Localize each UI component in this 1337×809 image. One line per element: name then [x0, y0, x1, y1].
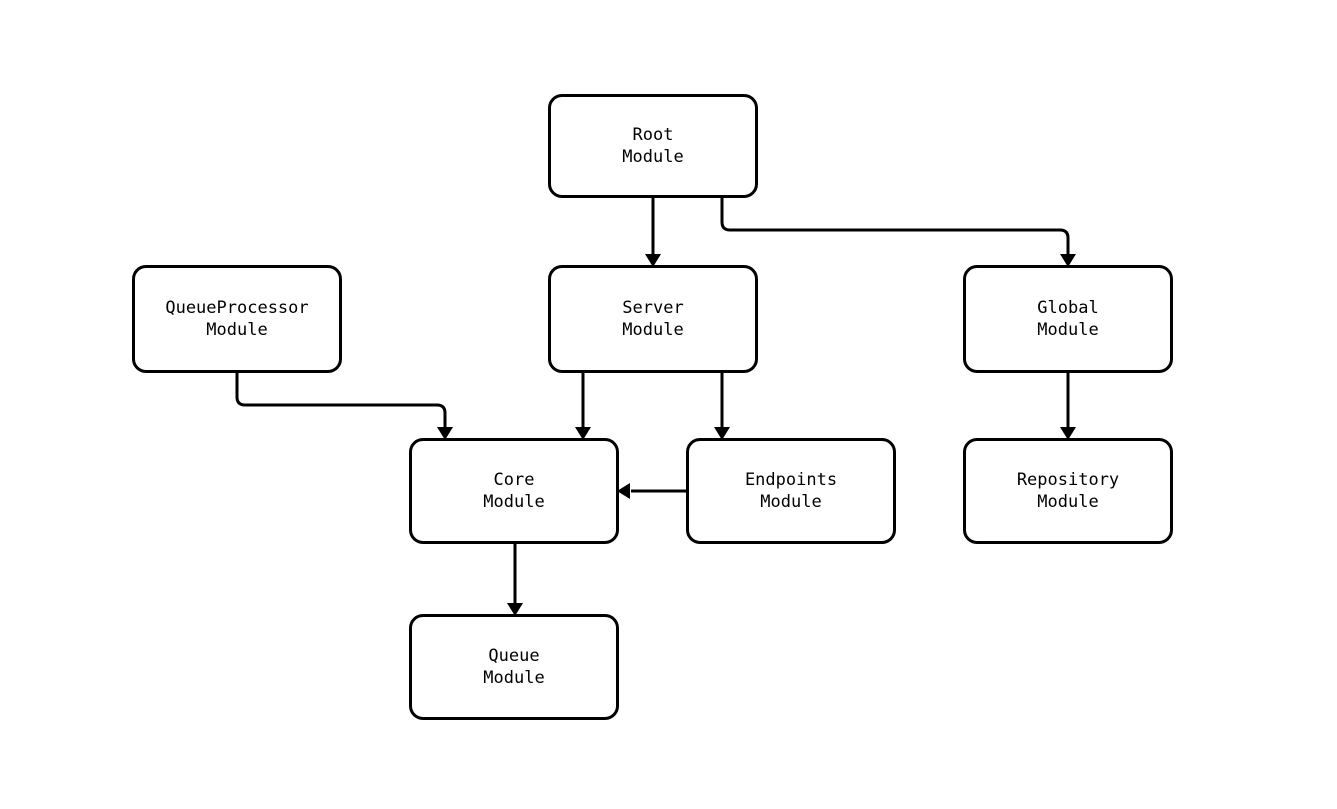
node-queue-module-label: Queue Module: [483, 646, 545, 688]
arrowhead-server-to-endpoints: [714, 427, 730, 440]
arrowhead-core-to-queue: [507, 603, 523, 616]
node-queue-module[interactable]: Queue Module: [409, 614, 619, 720]
node-server-module[interactable]: Server Module: [548, 265, 758, 373]
edge-queueprocessor-to-core: [235, 373, 447, 428]
node-repository-module[interactable]: Repository Module: [963, 438, 1173, 544]
node-queueprocessor-module-label: QueueProcessor Module: [165, 298, 309, 340]
edges-group: [235, 198, 1076, 616]
arrowhead-root-to-global: [1060, 254, 1076, 267]
node-global-module-label: Global Module: [1037, 298, 1099, 340]
arrowhead-queueprocessor-to-core: [437, 427, 453, 440]
node-root-module[interactable]: Root Module: [548, 94, 758, 198]
node-core-module[interactable]: Core Module: [409, 438, 619, 544]
node-global-module[interactable]: Global Module: [963, 265, 1173, 373]
node-root-module-label: Root Module: [622, 125, 684, 167]
arrowhead-root-to-server: [645, 254, 661, 267]
arrowhead-server-to-core: [575, 427, 591, 440]
node-queueprocessor-module[interactable]: QueueProcessor Module: [132, 265, 342, 373]
node-endpoints-module[interactable]: Endpoints Module: [686, 438, 896, 544]
arrowhead-endpoints-to-core: [617, 483, 630, 499]
node-endpoints-module-label: Endpoints Module: [744, 470, 838, 512]
node-core-module-label: Core Module: [483, 470, 545, 512]
node-server-module-label: Server Module: [622, 298, 684, 340]
edge-root-to-global: [720, 198, 1070, 255]
node-repository-module-label: Repository Module: [1016, 470, 1120, 512]
arrowhead-global-to-repository: [1060, 427, 1076, 440]
